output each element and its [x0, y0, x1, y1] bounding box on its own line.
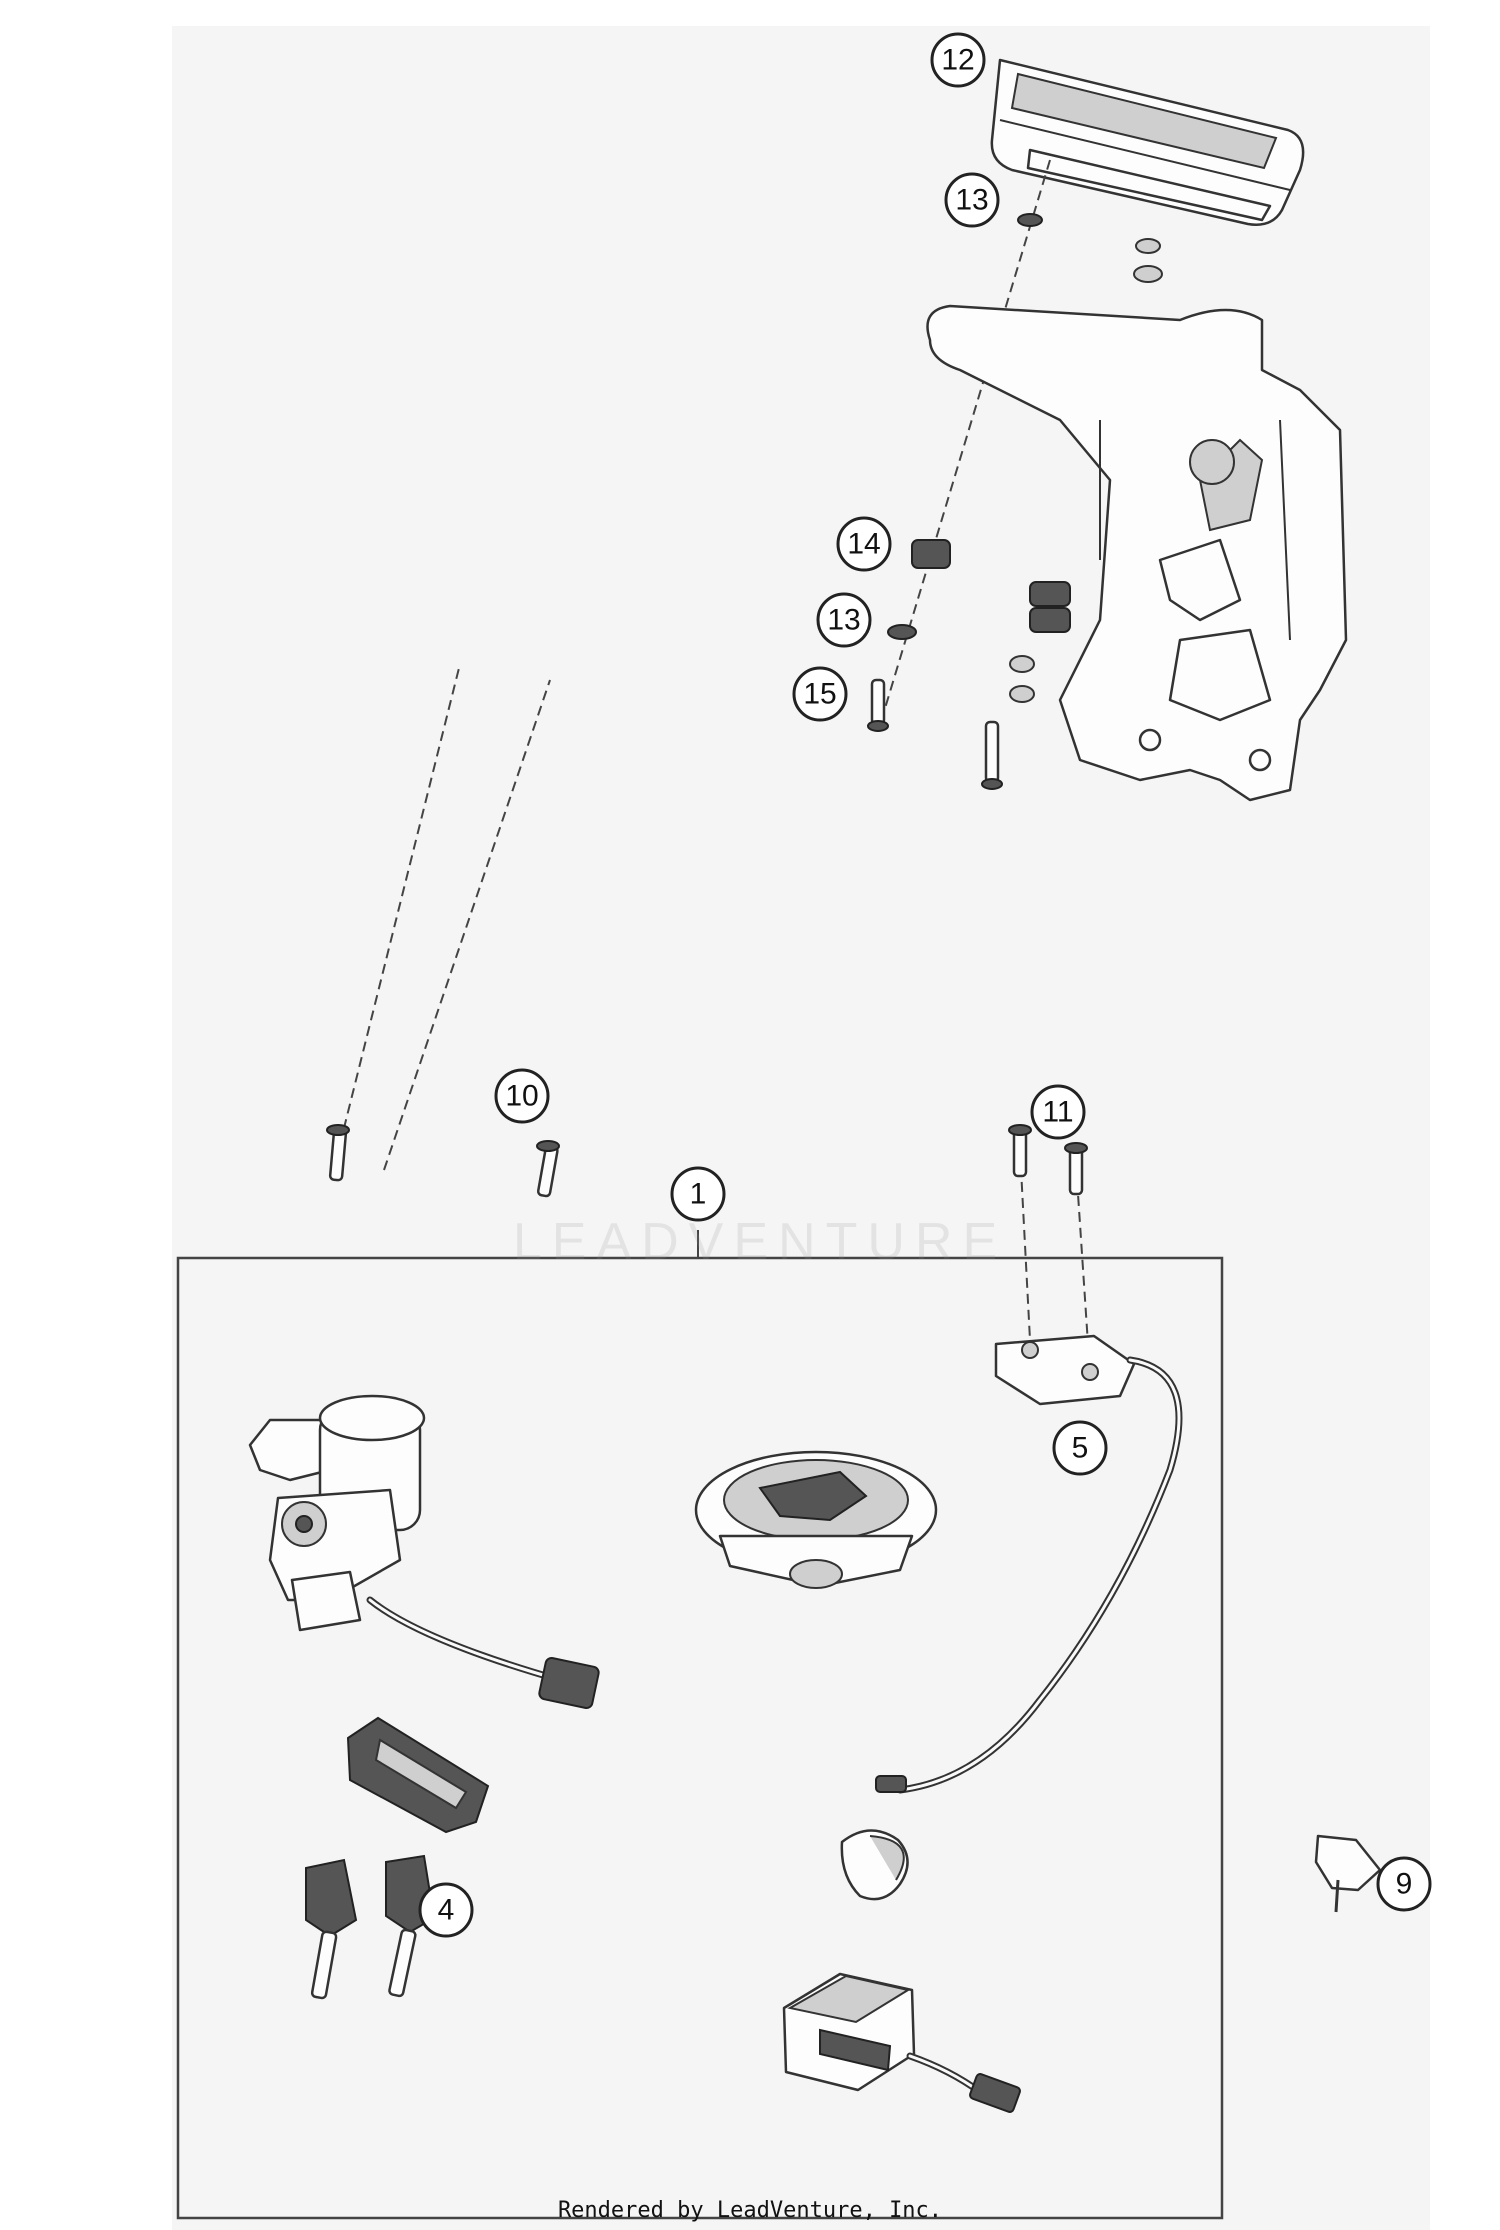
control-unit-module	[782, 1972, 1021, 2113]
svg-text:10: 10	[505, 1080, 538, 1113]
bracket-9	[1314, 1834, 1382, 1913]
callout-11: 11	[1030, 1084, 1086, 1140]
callout-13-lower: 13	[816, 592, 872, 648]
washer-13-top	[1017, 213, 1043, 227]
callout-9: 9	[1376, 1856, 1432, 1912]
key-left	[305, 1858, 358, 2000]
svg-text:5: 5	[1072, 1432, 1089, 1465]
instrument-cluster	[990, 58, 1305, 226]
callout-15: 15	[792, 666, 848, 722]
svg-text:1: 1	[690, 1178, 707, 1211]
fuel-cap-sensor-5	[875, 1124, 1183, 1794]
spring-clip	[840, 1829, 909, 1901]
svg-text:15: 15	[803, 678, 836, 711]
svg-text:4: 4	[438, 1894, 455, 1927]
callout-13-top: 13	[944, 172, 1000, 228]
screw-15-right	[981, 720, 1003, 790]
callout-4: 4	[418, 1882, 474, 1938]
callout-5: 5	[1052, 1420, 1108, 1476]
watermark-text: LEADVENTURE	[512, 1213, 1008, 1271]
fuel-filler-cap	[694, 1450, 938, 1589]
svg-text:13: 13	[827, 604, 860, 637]
rubber-bushing-14	[911, 539, 1071, 633]
svg-text:14: 14	[847, 528, 880, 561]
callout-10: 10	[494, 1068, 550, 1124]
kit-group-box	[176, 1256, 1224, 2220]
svg-text:12: 12	[941, 44, 974, 77]
callout-14: 14	[836, 516, 892, 572]
key-fob	[346, 1716, 490, 1834]
dashboard-bracket	[926, 304, 1348, 802]
screw-15	[867, 678, 889, 732]
grommet-upper-right-b	[1133, 265, 1163, 283]
svg-text:13: 13	[955, 184, 988, 217]
ignition-lock	[248, 663, 600, 1710]
washer-13-lower	[887, 624, 917, 640]
svg-text:11: 11	[1042, 1096, 1073, 1129]
grommet-upper-right	[1135, 238, 1161, 254]
svg-text:9: 9	[1396, 1868, 1413, 1901]
callout-12: 12	[930, 32, 986, 88]
footer-credit: Rendered by LeadVenture, Inc.	[557, 2198, 943, 2223]
callout-1: 1	[670, 1166, 726, 1222]
